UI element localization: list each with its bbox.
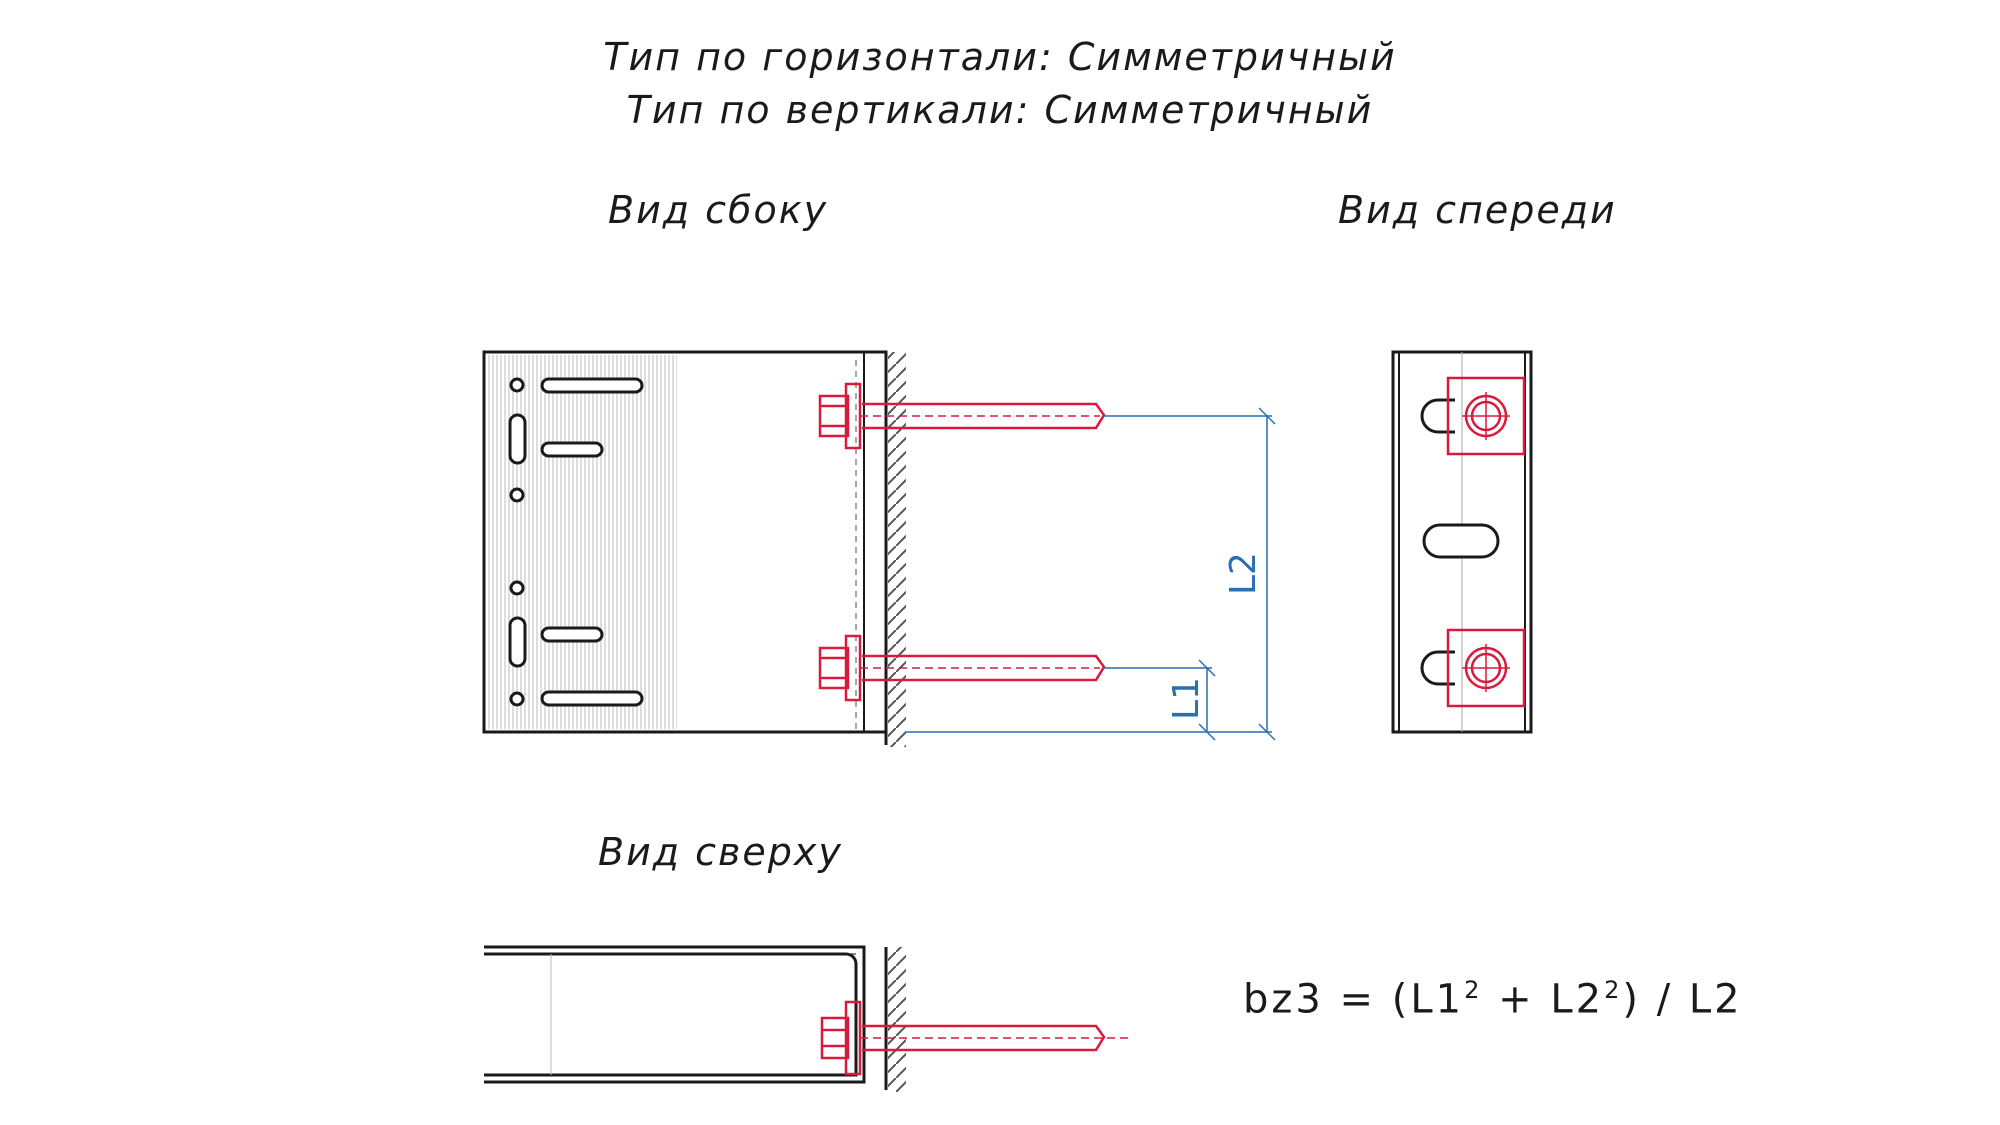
- top-anchor: [820, 1000, 1130, 1076]
- front-view: [1391, 350, 1533, 734]
- formula-exp1: 2: [1464, 976, 1483, 1004]
- side-holes-lower: [508, 580, 644, 707]
- front-view-title: Вид спереди: [1338, 188, 1617, 232]
- side-wall-hatch: [888, 352, 906, 747]
- horizontal-type-label: Тип по горизонтали: Симметричный: [603, 35, 1397, 79]
- formula-exp2: 2: [1604, 976, 1623, 1004]
- side-bracket-texture: [487, 355, 677, 729]
- side-view: L1 L2: [482, 350, 1276, 747]
- dimension-lines: [906, 407, 1276, 741]
- top-view: [484, 945, 1130, 1092]
- dimension-l2-label: L2: [1223, 552, 1264, 595]
- side-holes-upper: [508, 377, 644, 503]
- top-wall-hatch: [888, 947, 906, 1092]
- front-anchor-upper: [1446, 376, 1526, 456]
- formula-rhs: ) / L2: [1622, 976, 1743, 1023]
- dimension-l1-label: L1: [1166, 677, 1207, 720]
- top-view-title: Вид сверху: [598, 830, 843, 874]
- formula: bz3 = (L12 + L22) / L2: [1243, 976, 1743, 1022]
- front-anchor-lower: [1446, 628, 1526, 708]
- formula-mid: + L2: [1482, 976, 1605, 1023]
- side-anchor-lower: [818, 634, 1106, 702]
- formula-lhs: bz3 = (L1: [1243, 976, 1465, 1023]
- top-bracket-profile: [484, 945, 866, 1084]
- side-view-title: Вид сбоку: [608, 188, 829, 232]
- vertical-type-label: Тип по вертикали: Симметричный: [626, 88, 1374, 132]
- side-anchor-upper: [818, 382, 1106, 450]
